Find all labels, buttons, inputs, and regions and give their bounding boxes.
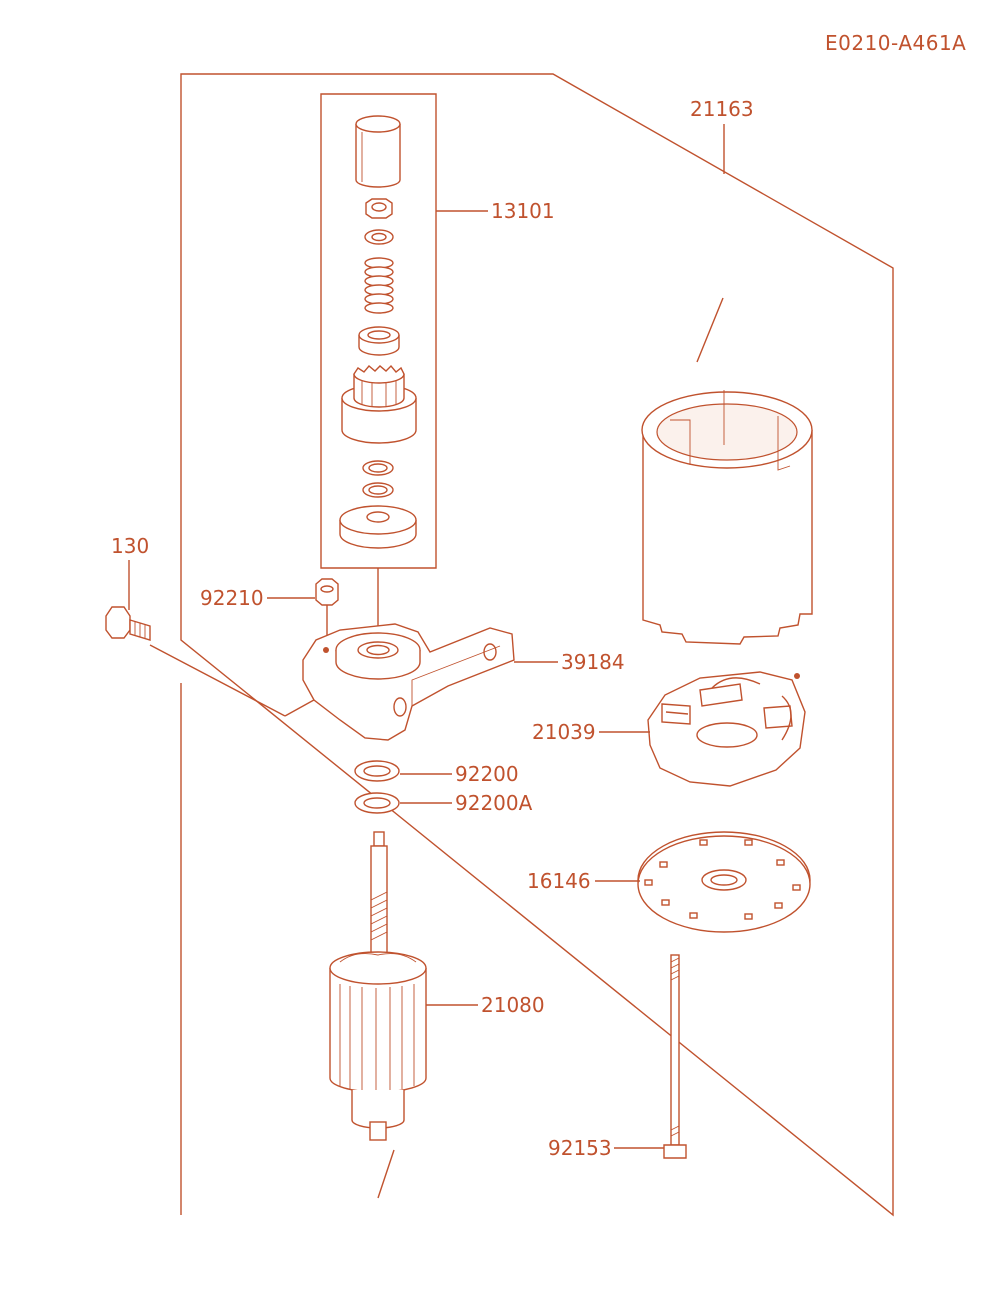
washer-92200-part — [354, 760, 400, 782]
through-bolt-92153-part — [663, 954, 687, 1159]
callout-21163-label: 21163 — [690, 97, 754, 121]
callout-13101[interactable]: 13101 — [436, 199, 555, 223]
callout-92200A[interactable]: 92200A — [400, 791, 533, 815]
callout-21039-label: 21039 — [532, 720, 596, 744]
callout-92200[interactable]: 92200 — [400, 762, 519, 786]
diagram-code: E0210-A461A — [825, 31, 966, 55]
callout-92210-label: 92210 — [200, 586, 264, 610]
callout-92153-label: 92153 — [548, 1136, 612, 1160]
callout-130-label: 130 — [111, 534, 149, 558]
callout-21163[interactable]: 21163 — [690, 97, 754, 174]
callout-92200-label: 92200 — [455, 762, 519, 786]
callout-21080[interactable]: 21080 — [426, 993, 545, 1017]
assembly-frame — [180, 73, 894, 1217]
callout-21039[interactable]: 21039 — [532, 720, 650, 744]
armature-axis — [377, 1149, 395, 1199]
washer-92200A-part — [354, 792, 400, 814]
callout-39184-label: 39184 — [561, 650, 625, 674]
bracket-39184-part — [302, 623, 515, 741]
callout-130[interactable]: 130 — [111, 534, 149, 610]
callout-21080-label: 21080 — [481, 993, 545, 1017]
callout-92153[interactable]: 92153 — [548, 1136, 664, 1160]
callout-16146-label: 16146 — [527, 869, 591, 893]
drive-subassembly-box — [320, 93, 437, 569]
housing-21163-part — [641, 297, 813, 645]
nut-92210-part — [315, 578, 339, 648]
brush-holder-21039-part — [647, 671, 806, 787]
callout-92200A-label: 92200A — [455, 791, 533, 815]
armature-21080-part — [329, 831, 427, 1141]
end-plate-16146-part — [637, 831, 811, 933]
callout-16146[interactable]: 16146 — [527, 869, 640, 893]
drive-parts-stack — [339, 115, 417, 549]
callout-92210[interactable]: 92210 — [200, 586, 315, 610]
bolt-130-part — [105, 606, 351, 717]
callout-39184[interactable]: 39184 — [514, 650, 625, 674]
callout-13101-label: 13101 — [491, 199, 555, 223]
